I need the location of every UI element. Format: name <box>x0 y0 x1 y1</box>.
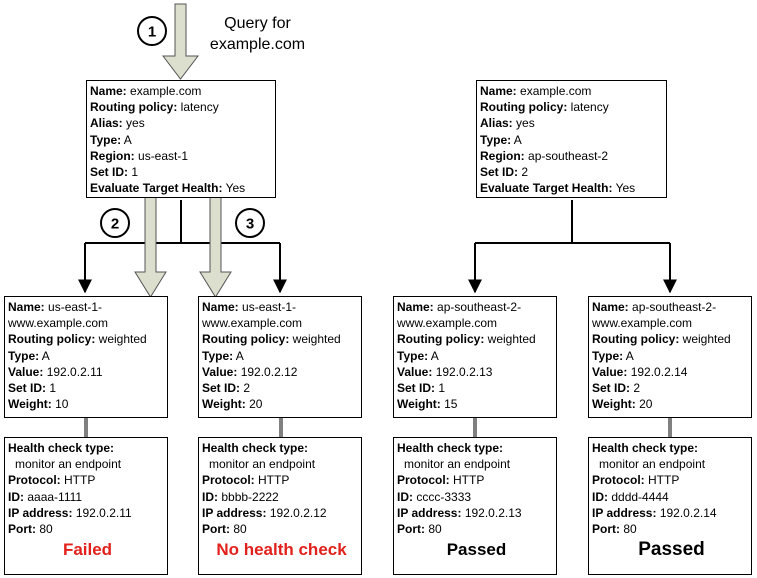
step-2-number: 2 <box>111 216 119 233</box>
weighted-record-1: Name: us-east-1-www.example.com Routing … <box>4 296 168 418</box>
health-check-2: Health check type: monitor an endpoint P… <box>198 437 362 575</box>
step-1-marker: 1 <box>137 16 167 46</box>
weighted-record-2: Name: us-east-1-www.example.com Routing … <box>198 296 362 418</box>
weighted-record-3: Name: ap-southeast-2-www.example.com Rou… <box>393 296 557 418</box>
weighted-record-4: Name: ap-southeast-2-www.example.com Rou… <box>588 296 752 418</box>
health-check-4: Health check type: monitor an endpoint P… <box>588 437 752 575</box>
health-status-failed: Failed <box>62 540 113 560</box>
flow-arrow-step-2 <box>134 196 167 298</box>
health-check-3: Health check type: monitor an endpoint P… <box>393 437 557 575</box>
health-status-passed: Passed <box>638 539 705 561</box>
left-tree-connectors <box>78 200 287 294</box>
latency-record-ap-southeast-2: Name: example.com Routing policy: latenc… <box>476 80 667 198</box>
right-tree-connectors <box>468 200 677 294</box>
latency-record-us-east-1: Name: example.com Routing policy: latenc… <box>86 80 276 198</box>
step-3-number: 3 <box>246 216 254 233</box>
health-check-1: Health check type: monitor an endpoint P… <box>4 437 168 575</box>
health-status-no-check: No health check <box>216 540 347 560</box>
step-1-number: 1 <box>148 24 156 41</box>
health-check-connectors <box>84 418 672 437</box>
flow-arrow-step-3 <box>199 196 232 298</box>
step-2-marker: 2 <box>100 208 130 238</box>
health-status-passed: Passed <box>446 540 507 560</box>
query-label: Query for example.com <box>209 15 306 53</box>
query-flow-arrow <box>161 3 200 80</box>
step-3-marker: 3 <box>235 208 265 238</box>
